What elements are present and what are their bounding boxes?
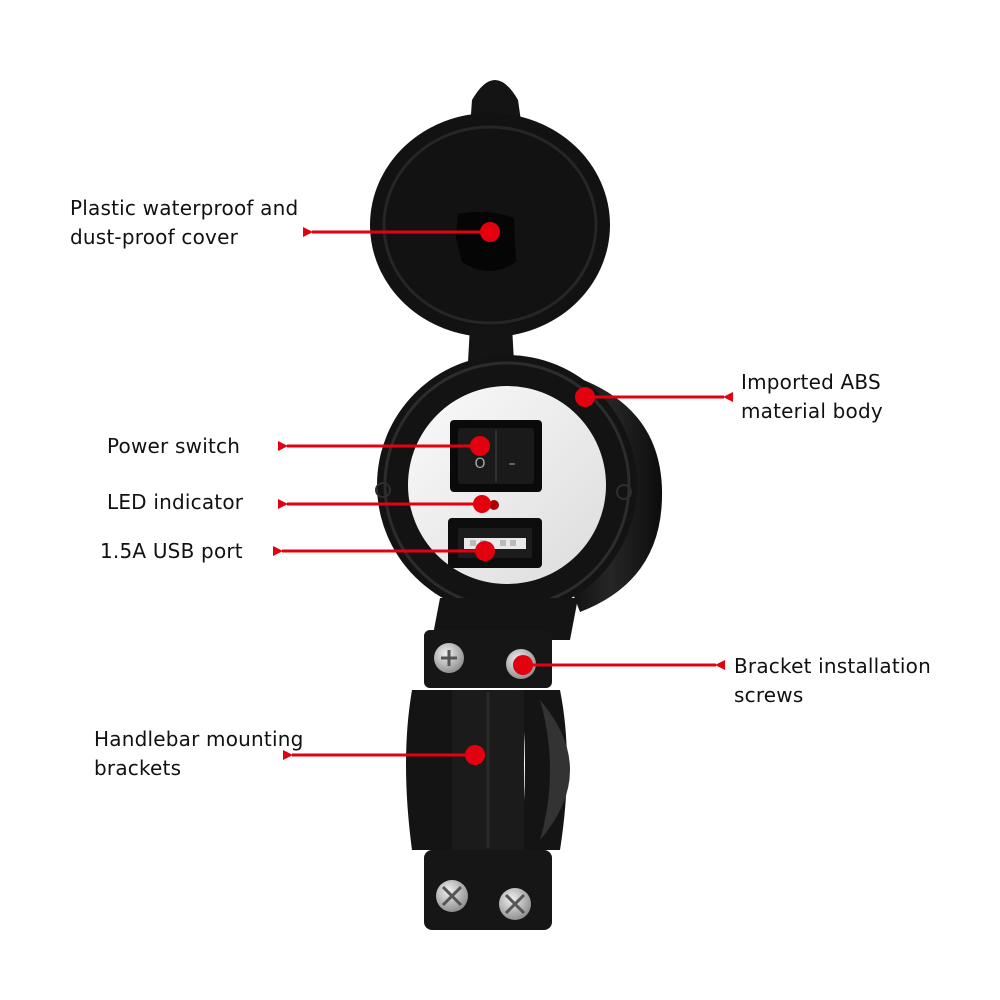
arrow-brackets	[283, 745, 485, 765]
label-body-line-1: Imported ABS	[741, 370, 881, 394]
label-led-line-1: LED indicator	[107, 490, 244, 514]
abs-body: O –	[375, 355, 663, 640]
body-neck	[432, 598, 578, 640]
label-cover-line-2: dust-proof cover	[70, 225, 238, 249]
housing-rivet-right	[616, 484, 632, 500]
arrow-body	[575, 387, 733, 407]
cover-disc-rim	[382, 125, 598, 325]
label-cover: Plastic waterproof and dust-proof cover	[70, 194, 298, 252]
label-cover-line-1: Plastic waterproof and	[70, 196, 299, 220]
label-usb-line-1: 1.5A USB port	[100, 539, 243, 563]
arrow-switch	[278, 436, 490, 456]
switch-off-symbol: –	[509, 456, 516, 472]
housing-rivet-left	[375, 482, 391, 498]
usb-port	[448, 518, 542, 568]
led-indicator	[489, 500, 499, 510]
arrow-led	[278, 495, 491, 513]
cover-hinge-strap	[468, 326, 514, 362]
label-body-line-2: material body	[741, 399, 883, 423]
label-led: LED indicator	[107, 488, 243, 517]
label-screws-line-2: screws	[734, 683, 804, 707]
label-screws: Bracket installation screws	[734, 652, 931, 710]
switch-on-symbol: O	[474, 456, 485, 472]
label-body: Imported ABS material body	[741, 368, 883, 426]
cover-grip-recess	[456, 211, 516, 271]
label-switch: Power switch	[107, 432, 240, 461]
screw-lower-right	[499, 888, 531, 920]
bracket-bar-opening	[540, 700, 570, 840]
power-switch: O –	[450, 420, 542, 492]
waterproof-cover	[370, 80, 610, 362]
arrow-screws	[513, 655, 725, 675]
screw-upper-left	[434, 643, 464, 673]
label-brackets-line-1: Handlebar mounting	[94, 727, 304, 751]
label-brackets: Handlebar mounting brackets	[94, 725, 304, 783]
handlebar-bracket	[406, 630, 570, 930]
arrow-usb	[273, 541, 495, 561]
label-switch-line-1: Power switch	[107, 434, 241, 458]
arrow-cover	[303, 222, 500, 242]
label-screws-line-1: Bracket installation	[734, 654, 931, 678]
bracket-clamp	[406, 690, 456, 850]
screw-lower-left	[436, 880, 468, 912]
label-usb: 1.5A USB port	[100, 537, 243, 566]
callout-arrows	[273, 222, 733, 765]
label-brackets-line-2: brackets	[94, 756, 182, 780]
